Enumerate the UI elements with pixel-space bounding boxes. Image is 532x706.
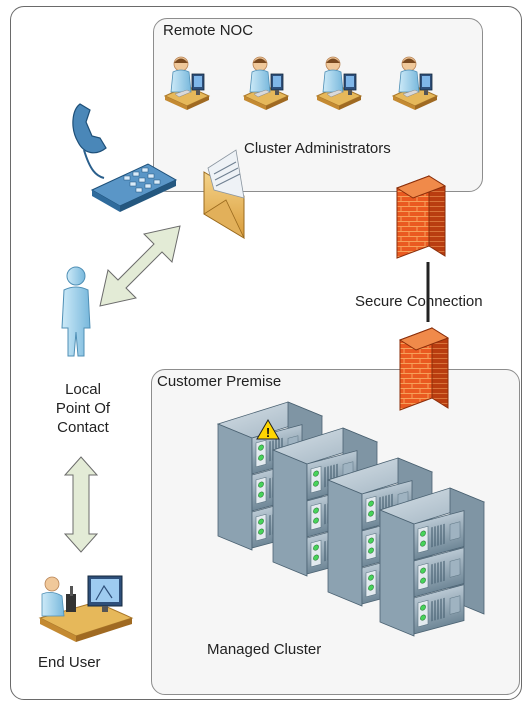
person-icon bbox=[61, 266, 91, 357]
svg-text:!: ! bbox=[266, 425, 270, 440]
firewall-icon bbox=[396, 175, 446, 259]
remote-noc-title: Remote NOC bbox=[163, 22, 254, 39]
admin-workstation-icon bbox=[316, 56, 362, 111]
warning-icon: ! bbox=[256, 419, 280, 440]
remote-noc-zone bbox=[153, 18, 483, 192]
double-arrow-diagonal bbox=[99, 225, 181, 307]
local-point-of-contact-label: Local Point Of Contact bbox=[38, 380, 128, 437]
admin-workstation-icon bbox=[392, 56, 438, 111]
local-contact-line-2: Point Of bbox=[55, 400, 111, 417]
firewall-icon bbox=[399, 327, 449, 411]
telephone-icon bbox=[72, 103, 178, 212]
double-arrow-vertical bbox=[63, 456, 99, 553]
server-rack-icon bbox=[380, 488, 484, 636]
managed-cluster-label: Managed Cluster bbox=[207, 641, 322, 658]
end-user-label: End User bbox=[38, 654, 101, 671]
envelope-icon bbox=[203, 149, 245, 240]
secure-connection-label: Secure Connection bbox=[355, 293, 483, 310]
lab-workstation-icon bbox=[38, 575, 134, 642]
local-contact-line-3: Contact bbox=[57, 419, 109, 436]
admin-workstation-icon bbox=[164, 56, 210, 111]
cluster-administrators-label: Cluster Administrators bbox=[244, 140, 391, 157]
local-contact-line-1: Local bbox=[65, 381, 101, 398]
admin-workstation-icon bbox=[243, 56, 289, 111]
customer-premise-title: Customer Premise bbox=[157, 373, 282, 390]
